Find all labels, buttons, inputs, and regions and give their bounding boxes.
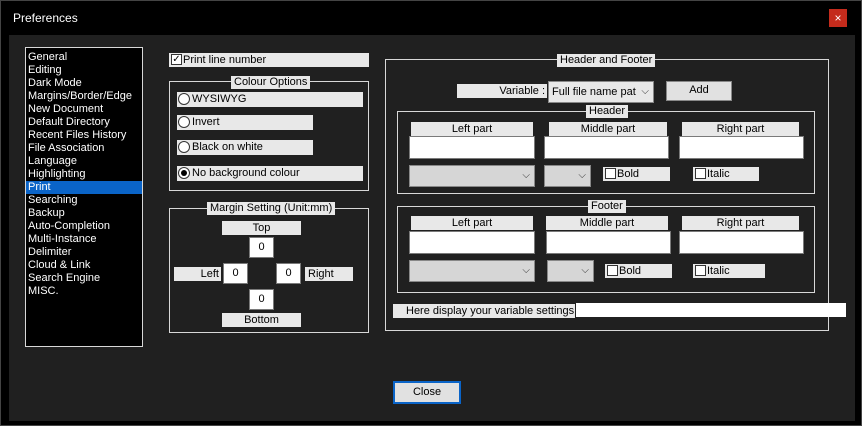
radio-invert[interactable]	[178, 116, 190, 128]
footer-italic-checkbox[interactable]	[695, 265, 706, 276]
radio-row-black-on-white	[177, 140, 313, 155]
margin-left-label: Left	[174, 267, 221, 281]
chevron-down-icon: ⌵	[522, 170, 530, 181]
margin-top-label: Top	[222, 221, 301, 235]
category-item[interactable]: Recent Files History	[28, 129, 127, 141]
header-size-select[interactable]: ⌵	[544, 165, 591, 187]
variable-select[interactable]: Full file name pat ⌵	[548, 81, 654, 103]
header-right-input[interactable]	[679, 136, 804, 159]
radio-label-black-on-white: Black on white	[192, 141, 263, 153]
chevron-down-icon: ⌵	[578, 170, 586, 181]
footer-left-label: Left part	[411, 216, 533, 230]
header-left-label: Left part	[411, 122, 533, 136]
radio-black-on-white[interactable]	[178, 141, 190, 153]
title-bar[interactable]: Preferences ×	[1, 1, 861, 35]
footer-italic-label: Italic	[693, 264, 765, 278]
category-item[interactable]: Cloud & Link	[28, 259, 91, 271]
radio-row-no-background	[177, 166, 363, 181]
close-button[interactable]: Close	[393, 381, 461, 404]
radio-label-wysiwyg: WYSIWYG	[192, 93, 247, 105]
radio-label-invert: Invert	[192, 116, 220, 128]
print-line-number-label: Print line number	[183, 54, 267, 66]
category-item[interactable]: Searching	[28, 194, 78, 206]
header-middle-label: Middle part	[549, 122, 667, 136]
margin-right-input[interactable]: 0	[276, 263, 301, 284]
category-item[interactable]: MISC.	[28, 285, 59, 297]
footer-middle-label: Middle part	[546, 216, 668, 230]
margin-top-input[interactable]: 0	[249, 237, 274, 258]
margin-bottom-input[interactable]: 0	[249, 289, 274, 310]
print-line-number-row	[169, 53, 369, 67]
category-item[interactable]: Default Directory	[28, 116, 110, 128]
header-left-input[interactable]	[409, 136, 535, 159]
category-item[interactable]: General	[28, 51, 68, 63]
category-item[interactable]: Backup	[28, 207, 65, 219]
margin-right-label: Right	[305, 267, 353, 281]
footer-right-label: Right part	[682, 216, 799, 230]
category-item[interactable]: Auto-Completion	[28, 220, 110, 232]
category-item[interactable]: Margins/Border/Edge	[28, 90, 132, 102]
category-item[interactable]: Multi-Instance	[28, 233, 97, 245]
category-item[interactable]: Delimiter	[28, 246, 72, 258]
category-item[interactable]: Editing	[28, 64, 62, 76]
header-right-label: Right part	[682, 122, 799, 136]
variable-label: Variable :	[457, 84, 547, 98]
chevron-down-icon: ⌵	[581, 265, 589, 276]
category-item[interactable]: New Document	[28, 103, 104, 115]
close-window-button[interactable]: ×	[829, 9, 847, 27]
window-title: Preferences	[13, 11, 78, 25]
footer-bold-checkbox[interactable]	[607, 265, 618, 276]
colour-options-title: Colour Options	[231, 76, 311, 89]
add-button[interactable]: Add	[666, 81, 732, 101]
chevron-down-icon: ⌵	[522, 265, 530, 276]
category-item[interactable]: Search Engine	[28, 272, 101, 284]
header-middle-input[interactable]	[544, 136, 669, 159]
header-bold-checkbox[interactable]	[605, 168, 616, 179]
footer-title: Footer	[588, 200, 626, 213]
variable-display-field	[576, 303, 846, 317]
header-italic-checkbox[interactable]	[695, 168, 706, 179]
footer-left-input[interactable]	[409, 231, 535, 254]
footer-size-select[interactable]: ⌵	[547, 260, 594, 282]
margin-setting-title: Margin Setting (Unit:mm)	[207, 202, 336, 215]
header-bold-label: Bold	[603, 167, 670, 181]
header-footer-title: Header and Footer	[557, 54, 656, 67]
footer-right-input[interactable]	[679, 231, 804, 254]
category-item[interactable]: Print	[26, 181, 142, 194]
footer-middle-input[interactable]	[546, 231, 671, 254]
category-item[interactable]: Dark Mode	[28, 77, 82, 89]
chevron-down-icon: ⌵	[641, 86, 649, 97]
header-title: Header	[586, 105, 629, 118]
category-item[interactable]: Highlighting	[28, 168, 86, 180]
category-item[interactable]: Language	[28, 155, 77, 167]
header-italic-label: Italic	[693, 167, 759, 181]
variable-select-value: Full file name pat	[552, 86, 636, 98]
radio-wysiwyg[interactable]	[178, 93, 190, 105]
radio-label-no-background: No background colour	[192, 167, 300, 179]
radio-no-background[interactable]	[178, 167, 190, 179]
margin-left-input[interactable]: 0	[223, 263, 248, 284]
radio-row-invert	[177, 115, 313, 130]
variable-display-text: Here display your variable settings	[393, 304, 575, 318]
footer-bold-label: Bold	[605, 264, 672, 278]
category-item[interactable]: File Association	[28, 142, 105, 154]
radio-row-wysiwyg	[177, 92, 363, 107]
footer-font-select[interactable]: ⌵	[409, 260, 535, 282]
margin-bottom-label: Bottom	[222, 313, 301, 327]
print-line-number-checkbox[interactable]: ✓	[171, 54, 182, 65]
header-font-select[interactable]: ⌵	[409, 165, 535, 187]
